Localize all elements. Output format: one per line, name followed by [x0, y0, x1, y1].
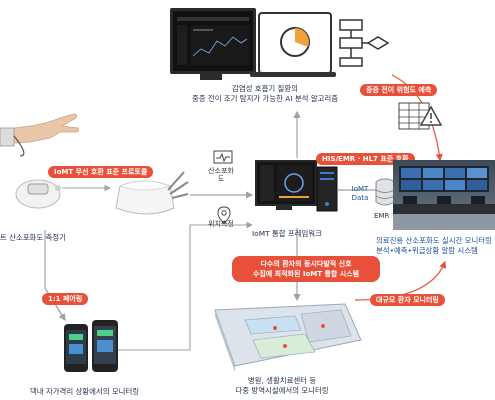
monitor-caption-line1: 의료진용 산소포화도 실시간 모니터링	[376, 236, 492, 245]
hospital-caption: 병원, 생활치료센터 등 다중 방역시설에서의 모니터링	[222, 376, 342, 396]
location-label: 위치측정	[208, 220, 234, 228]
control-room-image	[393, 160, 495, 230]
smartphones-image	[64, 320, 118, 372]
oximeter-device-image	[15, 179, 61, 209]
server-tower-image	[316, 166, 338, 212]
framework-monitor-stand	[276, 204, 292, 210]
multi-patient-pill: 다수의 환자의 동시다발적 신호 수집에 최적화된 IoMT 통합 시스템	[232, 256, 380, 282]
sensor-label: 트 산소포화도 측정기	[0, 233, 66, 242]
monitor-caption-line2: 분석•예측•위급상황 알람 시스템	[376, 246, 478, 255]
iomt-data-label: IoMT Data	[351, 185, 369, 202]
his-emr-pill: HIS/EMR · HL7 표준 호환	[316, 153, 415, 165]
oxygen-saturation-icon	[213, 150, 233, 164]
ai-title: 감염성 호흡기 질환의 중증 전이 조기 탐지가 가능한 AI 분석 알고리즘	[180, 84, 350, 104]
wireless-router-image	[115, 171, 189, 215]
framework-label: IoMT 통합 프레임워크	[252, 229, 322, 238]
severity-pill: 중증 전이 위험도 예측	[360, 84, 438, 96]
multi-patient-line2: 수집에 최적화된 IoMT 통합 시스템	[252, 270, 360, 278]
warning-icon	[419, 105, 443, 126]
oxygen-label: 산소포화도	[208, 167, 234, 183]
hand-with-sensor-image	[0, 113, 80, 157]
laptop-base	[250, 72, 336, 77]
analytics-monitor	[170, 8, 256, 74]
monitor-caption: 의료진용 산소포화도 실시간 모니터링 분석•예측•위급상황 알람 시스템	[376, 236, 495, 256]
protocol-pill: IoMT 무선 호환 표준 프로토콜	[48, 166, 154, 178]
ai-title-line1: 감염성 호흡기 질환의	[232, 84, 298, 93]
ai-title-line2: 중증 전이 조기 탐지가 가능한 AI 분석 알고리즘	[191, 94, 339, 103]
ai-laptop-icon	[258, 12, 332, 74]
emr-label: EMR	[374, 212, 390, 220]
hospital-caption-line2: 다중 방역시설에서의 모니터링	[235, 386, 329, 395]
multi-patient-line1: 다수의 환자의 동시다발적 신호	[260, 260, 352, 268]
large-scale-pill: 대규모 환자 모니터링	[370, 294, 445, 306]
monitor-stand	[200, 74, 222, 80]
home-monitoring-label: 댁내 자가격리 상황에서의 모니터링	[30, 387, 140, 396]
framework-monitor	[255, 160, 317, 206]
location-icon	[217, 206, 231, 224]
flowchart-icon	[339, 19, 390, 67]
pairing-pill: 1:1 페어링	[42, 293, 89, 305]
hospital-floorplan-image	[205, 300, 365, 372]
hospital-caption-line1: 병원, 생활치료센터 등	[247, 376, 317, 385]
